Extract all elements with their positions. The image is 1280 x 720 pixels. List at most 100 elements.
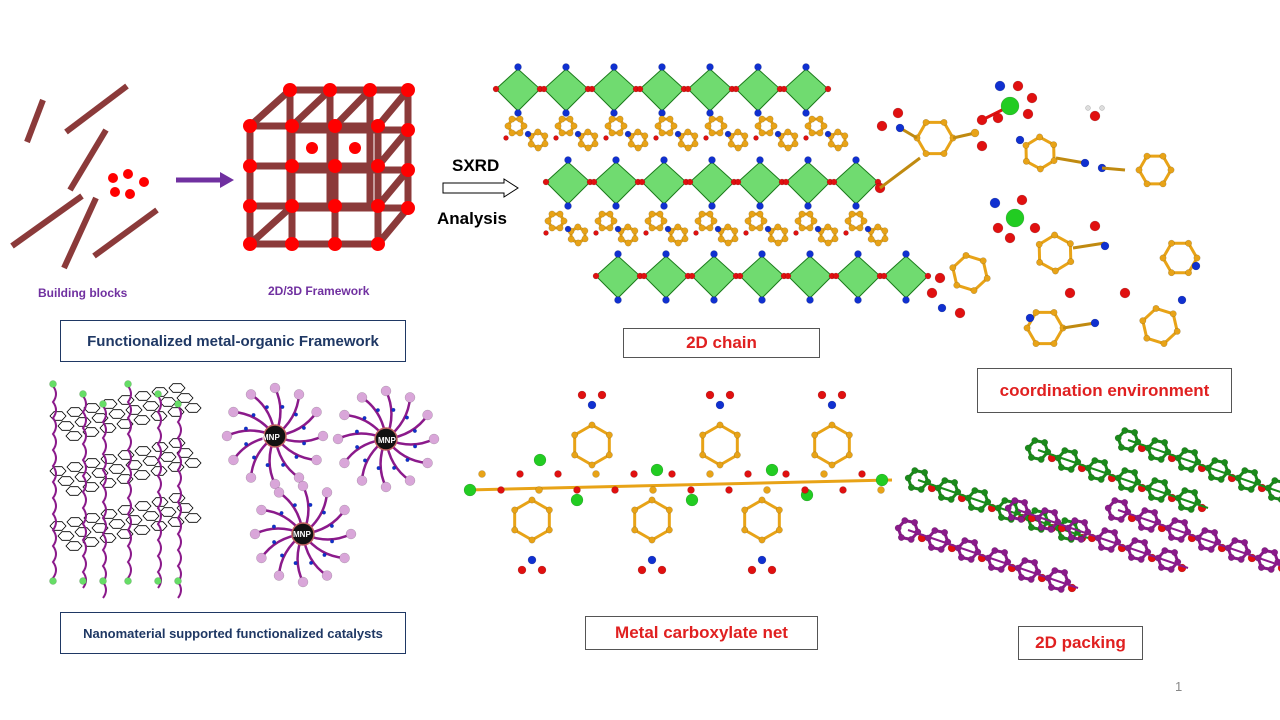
atom <box>895 123 905 133</box>
linker-chain <box>176 405 182 599</box>
atom <box>724 239 732 247</box>
framework-cube-graphic <box>243 83 415 251</box>
atom <box>940 150 948 158</box>
atom <box>355 445 360 450</box>
atom <box>704 122 712 130</box>
atom <box>1051 567 1059 574</box>
atom <box>581 227 589 235</box>
atom <box>1121 499 1129 506</box>
atom <box>1035 240 1043 248</box>
atom <box>941 529 949 536</box>
sxrd-arrow-icon <box>442 178 519 198</box>
atom <box>758 296 766 304</box>
atom <box>1051 509 1059 516</box>
atom <box>592 272 600 280</box>
atom <box>558 129 566 137</box>
atom <box>808 129 816 137</box>
atom <box>777 140 785 148</box>
atom <box>677 140 685 148</box>
atom <box>517 565 527 575</box>
atom <box>311 454 322 466</box>
polyhedron <box>593 161 639 205</box>
node-dot <box>139 177 149 187</box>
bond <box>591 453 611 467</box>
atom <box>1050 340 1058 348</box>
polyhedron <box>689 161 735 205</box>
atom <box>831 227 839 235</box>
atom <box>1021 499 1029 506</box>
atom <box>902 250 910 258</box>
atom <box>610 63 618 71</box>
atom <box>643 230 649 236</box>
atom <box>1024 444 1032 452</box>
atom <box>756 210 764 218</box>
graphene-hex <box>83 403 101 413</box>
atom <box>658 129 666 137</box>
graphene-hex <box>100 509 118 519</box>
atom <box>271 524 276 529</box>
atom <box>967 504 975 511</box>
graphene-hex <box>176 448 194 458</box>
atom <box>516 470 524 478</box>
atom <box>666 129 674 137</box>
atom <box>904 474 912 482</box>
graphene-hex <box>57 421 75 431</box>
atom <box>848 224 856 232</box>
atom <box>293 472 305 483</box>
atom <box>330 539 335 544</box>
atom <box>947 496 955 503</box>
atom <box>858 470 866 478</box>
atom <box>1067 258 1075 266</box>
atom <box>756 156 764 164</box>
atom <box>1037 524 1045 531</box>
atom <box>422 457 433 469</box>
bond <box>879 156 921 190</box>
atom <box>1152 304 1160 312</box>
atom <box>674 239 682 247</box>
node-dot <box>110 187 120 197</box>
graphene-hex <box>74 417 92 427</box>
atom <box>1135 166 1143 174</box>
bond <box>719 423 739 437</box>
atom <box>892 107 904 119</box>
atom <box>971 539 979 546</box>
atom <box>542 178 550 186</box>
atom <box>362 458 368 463</box>
atom <box>757 555 767 565</box>
atom <box>624 223 632 231</box>
atom <box>1161 439 1169 446</box>
atom <box>1041 507 1049 514</box>
graphene-hex <box>99 533 117 543</box>
atom <box>724 223 732 231</box>
atom <box>516 129 524 137</box>
atom <box>831 235 839 243</box>
atom <box>1005 208 1025 228</box>
atom <box>574 223 582 231</box>
atom <box>1211 529 1219 536</box>
atom <box>648 224 656 232</box>
atom <box>744 470 752 478</box>
mnp-label-3: MNP <box>293 530 311 539</box>
atom <box>684 144 692 152</box>
atom <box>597 390 607 400</box>
mnp-label-2: MNP <box>378 436 396 445</box>
atom <box>727 140 735 148</box>
atom <box>953 281 961 289</box>
atom <box>321 510 327 515</box>
atom <box>1026 92 1038 104</box>
atom <box>937 546 945 553</box>
atom <box>687 486 695 494</box>
atom <box>782 178 790 186</box>
atom <box>592 470 600 478</box>
atom <box>736 272 744 280</box>
atom <box>605 451 613 459</box>
atom <box>957 554 965 561</box>
atom <box>1173 327 1181 335</box>
atom <box>708 156 716 164</box>
atom <box>644 217 652 225</box>
atom <box>791 140 799 148</box>
atom <box>339 552 350 564</box>
bond <box>513 498 533 512</box>
atom <box>573 486 581 494</box>
atom <box>715 400 725 410</box>
